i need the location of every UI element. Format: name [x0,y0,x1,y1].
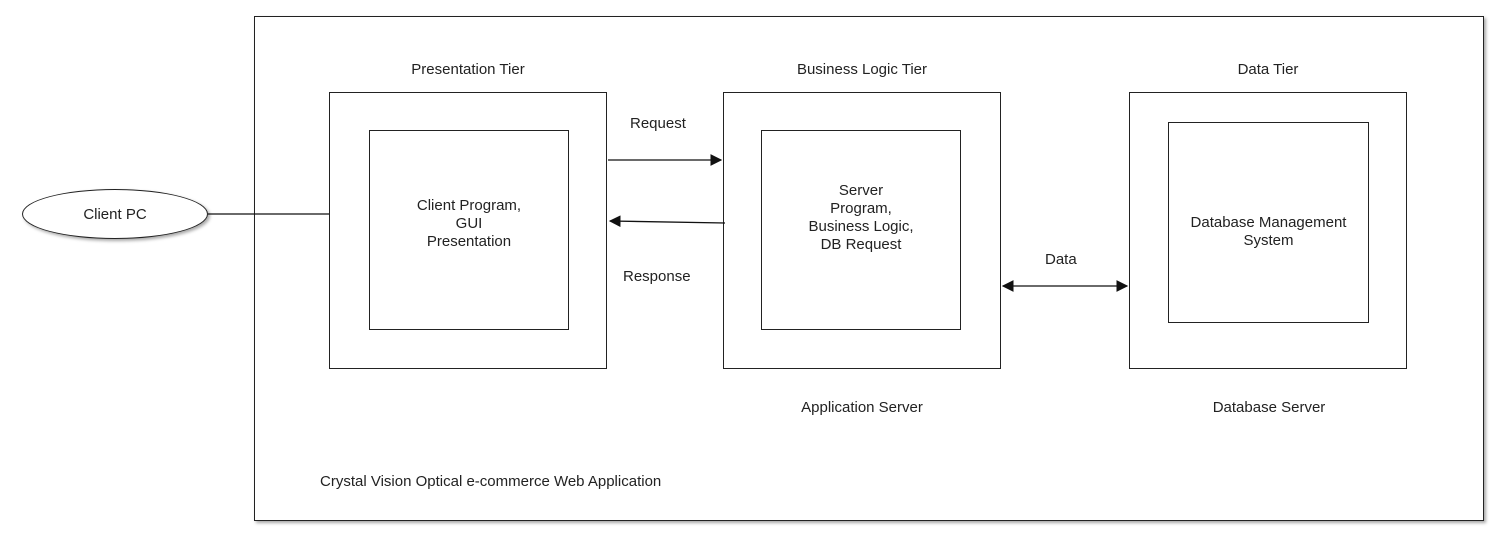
application-server-caption: Application Server [801,399,923,416]
database-server-caption: Database Server [1212,399,1326,416]
server-program-box[interactable]: Server Program, Business Logic, DB Reque… [761,130,961,330]
business-tier-title: Business Logic Tier [796,61,928,78]
response-arrow [608,215,726,228]
server-program-label: Server Program, Business Logic, DB Reque… [808,182,914,253]
presentation-tier-title: Presentation Tier [411,61,525,78]
client-program-label: Client Program, GUI Presentation [416,197,522,250]
client-pc-label: Client PC [83,205,147,223]
application-label: Crystal Vision Optical e-commerce Web Ap… [320,473,662,490]
client-program-box[interactable]: Client Program, GUI Presentation [369,130,569,330]
response-label: Response [623,268,691,285]
dbms-box[interactable]: Database Management System [1168,122,1369,323]
data-label: Data [1045,251,1077,268]
client-pc-node[interactable]: Client PC [22,189,208,239]
dbms-label: Database Management System [1190,214,1347,249]
data-tier-title: Data Tier [1237,61,1299,78]
request-label: Request [630,115,686,132]
